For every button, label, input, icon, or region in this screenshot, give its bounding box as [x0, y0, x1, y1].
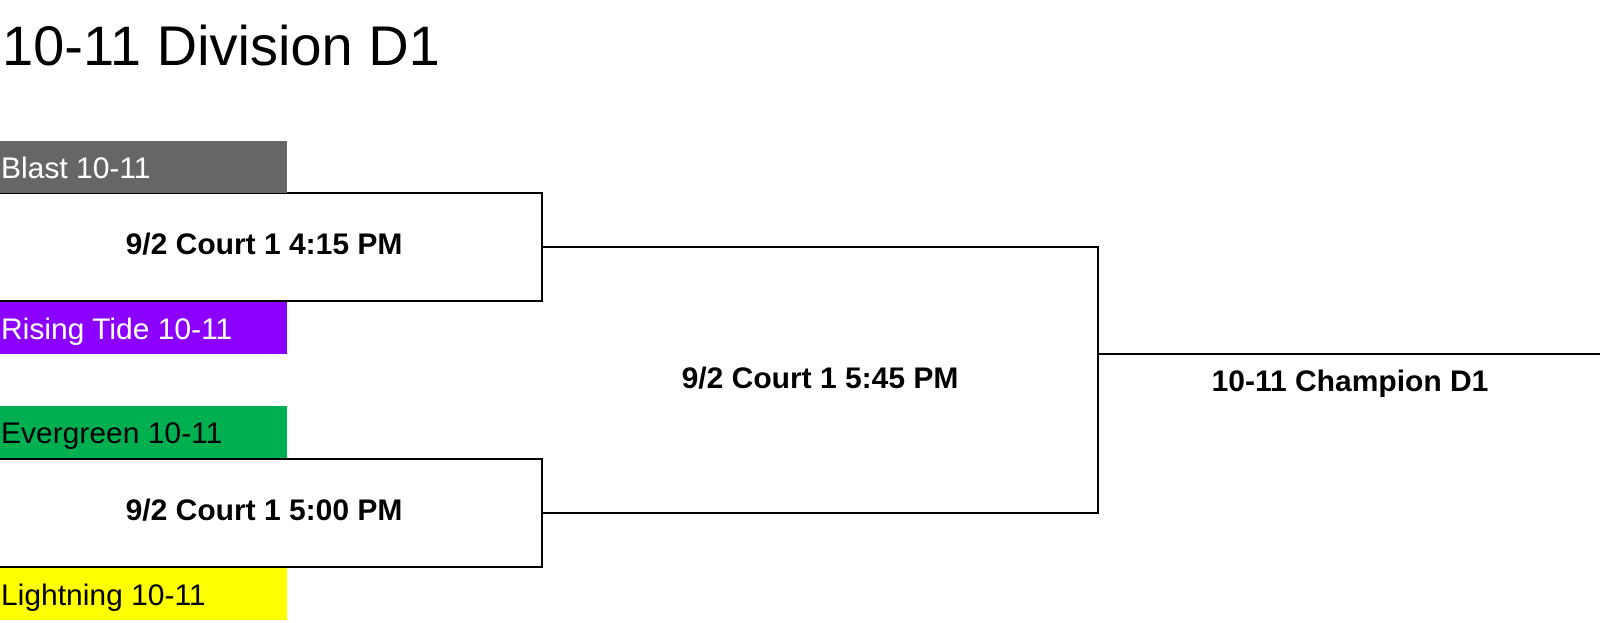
team-slot-blast: Blast 10-11	[0, 141, 287, 193]
final-connector-line	[542, 246, 1099, 514]
final-game-label: 9/2 Court 1 5:45 PM	[681, 362, 959, 395]
game-1-label: 9/2 Court 1 4:15 PM	[125, 228, 403, 261]
game-2-label: 9/2 Court 1 5:00 PM	[125, 494, 403, 527]
page-title: 10-11 Division D1	[2, 14, 440, 77]
team-slot-evergreen: Evergreen 10-11	[0, 406, 287, 458]
team-slot-lightning: Lightning 10-11	[0, 568, 287, 620]
team-slot-rising-tide: Rising Tide 10-11	[0, 302, 287, 354]
champion-label: 10-11 Champion D1	[1211, 365, 1489, 398]
